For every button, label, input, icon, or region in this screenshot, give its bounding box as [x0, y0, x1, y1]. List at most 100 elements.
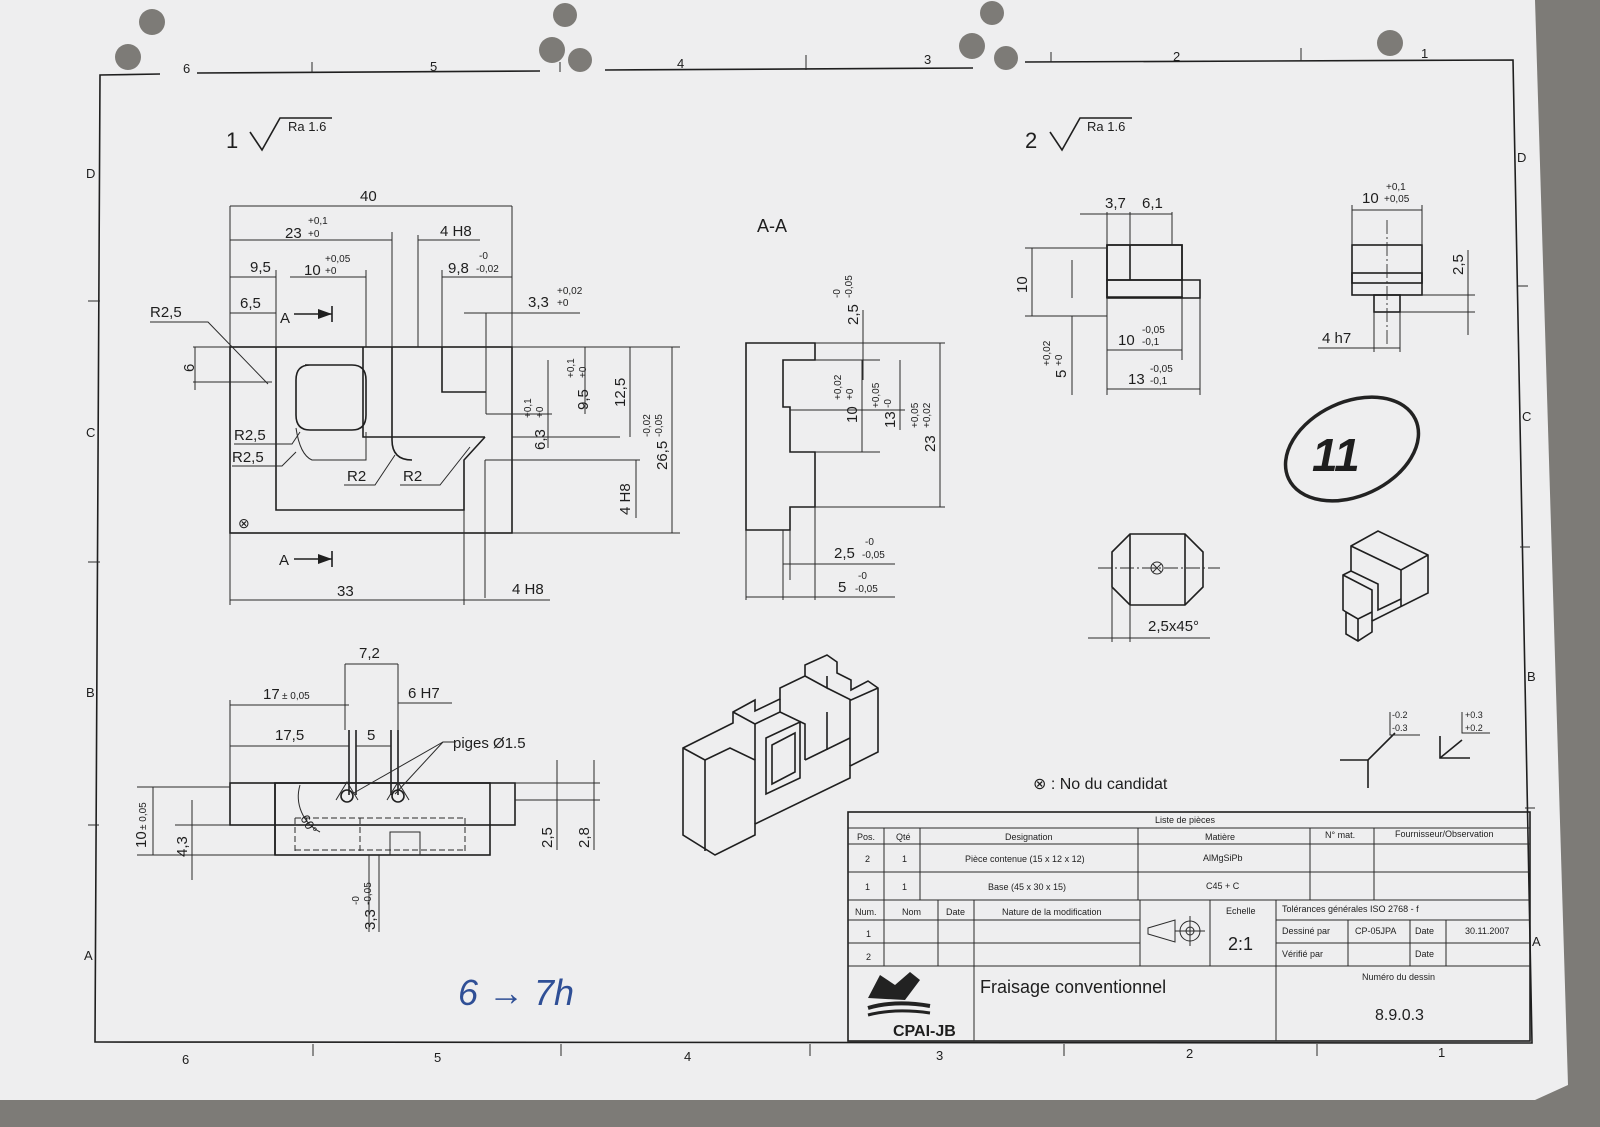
roughness-label-2: Ra 1.6	[1087, 119, 1125, 134]
front-dim-3-3-tol-upper: -0	[351, 896, 362, 905]
front-dim-3-3: 3,3	[362, 909, 379, 930]
dim-6: 6	[181, 364, 198, 372]
grid-right-c: C	[1522, 409, 1531, 424]
p2-dim-13-tol-lower: -0,1	[1150, 376, 1168, 387]
candidate-note: ⊗ : No du candidat	[1033, 776, 1168, 793]
tol-left-upper: -0.2	[1392, 710, 1408, 720]
part2-views: 2 Ra 1.6 3,7 6,1 10 5 +0,02 +0 10 -0,05 …	[1014, 117, 1475, 642]
dim-9-5-vertical-tol-lower: +0	[578, 366, 589, 378]
dim-26-5-tol-lower: -0,05	[654, 414, 665, 437]
dim-4h8-bottom: 4 H8	[512, 581, 544, 598]
section-aa-title: A-A	[757, 216, 787, 236]
front-dim-10-tol: ± 0,05	[138, 802, 149, 830]
date-label: Date	[1415, 926, 1434, 936]
dim-26-5: 26,5	[654, 441, 671, 470]
date-value: 30.11.2007	[1465, 926, 1509, 936]
roughness-symbol-1: Ra 1.6	[249, 117, 332, 152]
row-2-pos: 1	[865, 882, 870, 892]
projection-symbol-icon	[1147, 916, 1205, 946]
aa-dim-2-5-bottom: 2,5	[834, 545, 855, 562]
p2-dim-10-width: 10	[1118, 332, 1135, 349]
dim-10-tol-upper: +0,05	[325, 254, 351, 265]
radius-r2-5-a: R2,5	[234, 427, 266, 444]
front-dim-17-tol: ± 0,05	[282, 691, 310, 702]
aa-dim-2-5-top-tol-upper: -0	[832, 289, 843, 298]
checked-by-label: Vérifié par	[1282, 949, 1323, 959]
front-dim-7-2: 7,2	[359, 645, 380, 662]
radius-r2-b: R2	[403, 468, 422, 485]
front-dim-5: 5	[367, 727, 375, 744]
aa-dim-5: 5	[838, 579, 846, 596]
section-a-bottom: A	[279, 552, 289, 569]
p2-dim-10-side-tol-lower: +0,05	[1384, 194, 1410, 205]
header-supplier: Fournisseur/Observation	[1395, 829, 1494, 839]
tol-right-upper: +0.3	[1465, 710, 1483, 720]
p2-chamfer: 2,5x45°	[1148, 618, 1199, 635]
aa-dim-10-tol-lower: +0	[845, 388, 856, 400]
roughness-symbol-2: Ra 1.6	[1049, 117, 1132, 152]
pins-label: piges Ø1.5	[453, 735, 526, 752]
aa-dim-23: 23	[922, 435, 939, 452]
p2-dim-13-tol-upper: -0,05	[1150, 364, 1173, 375]
section-a-a: A-A 2,5 -0 -0,05 10 +0,02 +0 13 +0,05 -0…	[745, 216, 945, 600]
aa-dim-10: 10	[844, 406, 861, 423]
p2-dim-10-width-tol-lower: -0,1	[1142, 337, 1160, 348]
aa-dim-10-tol-upper: +0,02	[833, 374, 844, 400]
row-1-pos: 2	[865, 854, 870, 864]
front-dim-17: 17	[263, 686, 280, 703]
aa-dim-13-tol-lower: -0	[883, 399, 894, 408]
aa-dim-5-tol-upper: -0	[858, 571, 867, 582]
grid-top-3: 3	[924, 52, 931, 67]
cpai-jb-logo: CPAI-JB	[867, 972, 956, 1040]
aa-dim-23-tol-lower: +0,02	[922, 402, 933, 428]
grid-bottom-6: 6	[182, 1052, 189, 1067]
grid-right-d: D	[1517, 150, 1526, 165]
dim-3-3: 3,3	[528, 294, 549, 311]
aa-dim-23-tol-upper: +0,05	[910, 402, 921, 428]
aa-dim-2-5-top: 2,5	[845, 304, 862, 325]
roughness-label-1: Ra 1.6	[288, 119, 326, 134]
dim-33: 33	[337, 583, 354, 600]
grid-left-b: B	[86, 685, 95, 700]
p2-dim-6-1: 6,1	[1142, 195, 1163, 212]
p2-dim-10: 10	[1014, 276, 1031, 293]
front-dim-3-3-tol-lower: -0,05	[363, 882, 374, 905]
aa-dim-2-5-top-tol-lower: -0,05	[844, 275, 855, 298]
grid-left-a: A	[84, 948, 93, 963]
grid-bottom-4: 4	[684, 1049, 691, 1064]
grid-top-1: 1	[1421, 46, 1428, 61]
grid-top-5: 5	[430, 59, 437, 74]
dim-40: 40	[360, 188, 377, 205]
part1-isometric	[682, 654, 879, 856]
dim-26-5-tol-upper: -0,02	[642, 414, 653, 437]
mod-header-num: Num.	[855, 907, 877, 917]
dim-9-8-tol-upper: -0	[479, 251, 488, 262]
p2-dim-13: 13	[1128, 371, 1145, 388]
dim-23-tol-lower: +0	[308, 229, 320, 240]
aa-dim-13-tol-upper: +0,05	[871, 382, 882, 408]
mod-header-nature: Nature de la modification	[1002, 907, 1102, 917]
punch-holes	[115, 1, 1403, 72]
p2-dim-4h7: 4 h7	[1322, 330, 1351, 347]
p2-dim-10-side: 10	[1362, 190, 1379, 207]
front-dim-4-3: 4,3	[174, 836, 191, 857]
front-dim-10: 10	[133, 831, 150, 848]
front-dim-6h7: 6 H7	[408, 685, 440, 702]
paper	[0, 0, 1568, 1100]
aa-dim-2-5-bottom-tol-lower: -0,05	[862, 550, 885, 561]
dim-10: 10	[304, 262, 321, 279]
drawing-frame	[88, 48, 1535, 1056]
part1-top-view: 1 Ra 1.6 ⊗ 40 23 +0,1 +0 4 H8 9,5	[150, 117, 680, 605]
grid-top-2: 2	[1173, 49, 1180, 64]
header-material: Matière	[1205, 832, 1235, 842]
row-1-designation: Pièce contenue (15 x 12 x 12)	[965, 854, 1085, 864]
dim-9-5: 9,5	[250, 259, 271, 276]
dim-9-8-tol-lower: -0,02	[476, 264, 499, 275]
dim-9-5-vertical-tol-upper: +0,1	[566, 358, 577, 378]
header-pos: Pos.	[857, 832, 875, 842]
grid-right-b: B	[1527, 669, 1536, 684]
part1-item-number: 1	[226, 128, 238, 153]
dim-9-8: 9,8	[448, 260, 469, 277]
dim-6-5: 6,5	[240, 295, 261, 312]
